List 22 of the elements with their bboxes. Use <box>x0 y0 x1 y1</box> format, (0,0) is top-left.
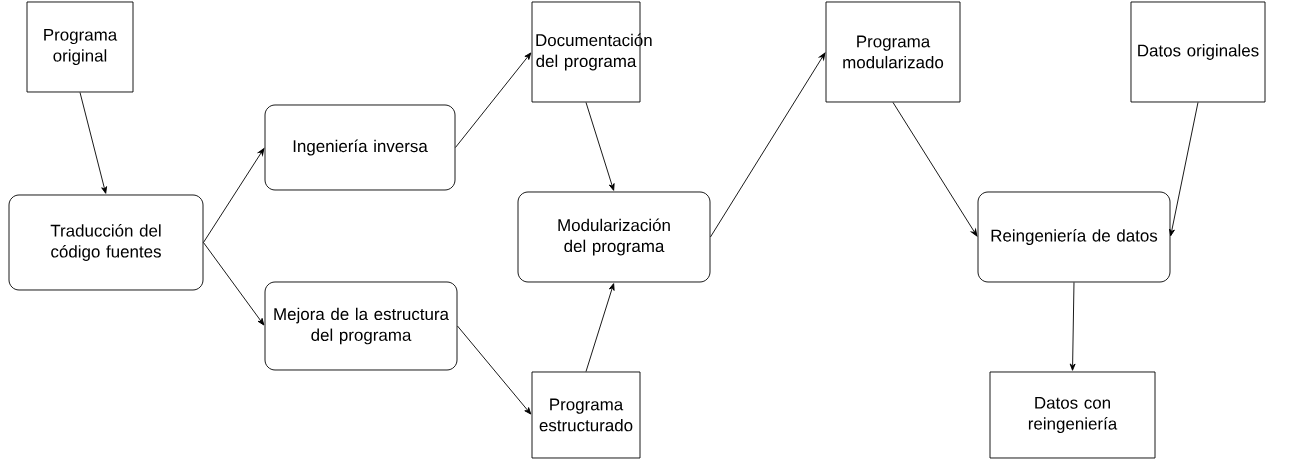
arrow <box>79 92 107 194</box>
process-box: Ingeniería inversa <box>264 104 456 191</box>
process-box: Traducción del código fuentes <box>8 194 204 291</box>
process-box: Reingeniería de datos <box>977 191 1171 283</box>
arrow <box>203 242 265 326</box>
box: Datos con reingeniería <box>989 371 1156 459</box>
box: Programa estructurado <box>531 371 641 459</box>
process-box: Modularización del programa <box>517 191 711 283</box>
arrow <box>203 148 265 243</box>
arrow <box>585 283 615 372</box>
process-box: Mejora de la estructura del programa <box>264 281 458 371</box>
box: Datos originales <box>1130 1 1266 103</box>
arrow <box>457 325 532 415</box>
arrow <box>892 102 978 237</box>
box: Programa modularizado <box>825 1 961 103</box>
arrow <box>710 52 826 238</box>
arrow <box>455 52 532 148</box>
arrow <box>1069 282 1076 371</box>
arrow <box>1169 102 1199 237</box>
box: Documentación del programa <box>531 1 652 103</box>
arrow <box>585 102 615 191</box>
box: Programa original <box>26 1 134 93</box>
